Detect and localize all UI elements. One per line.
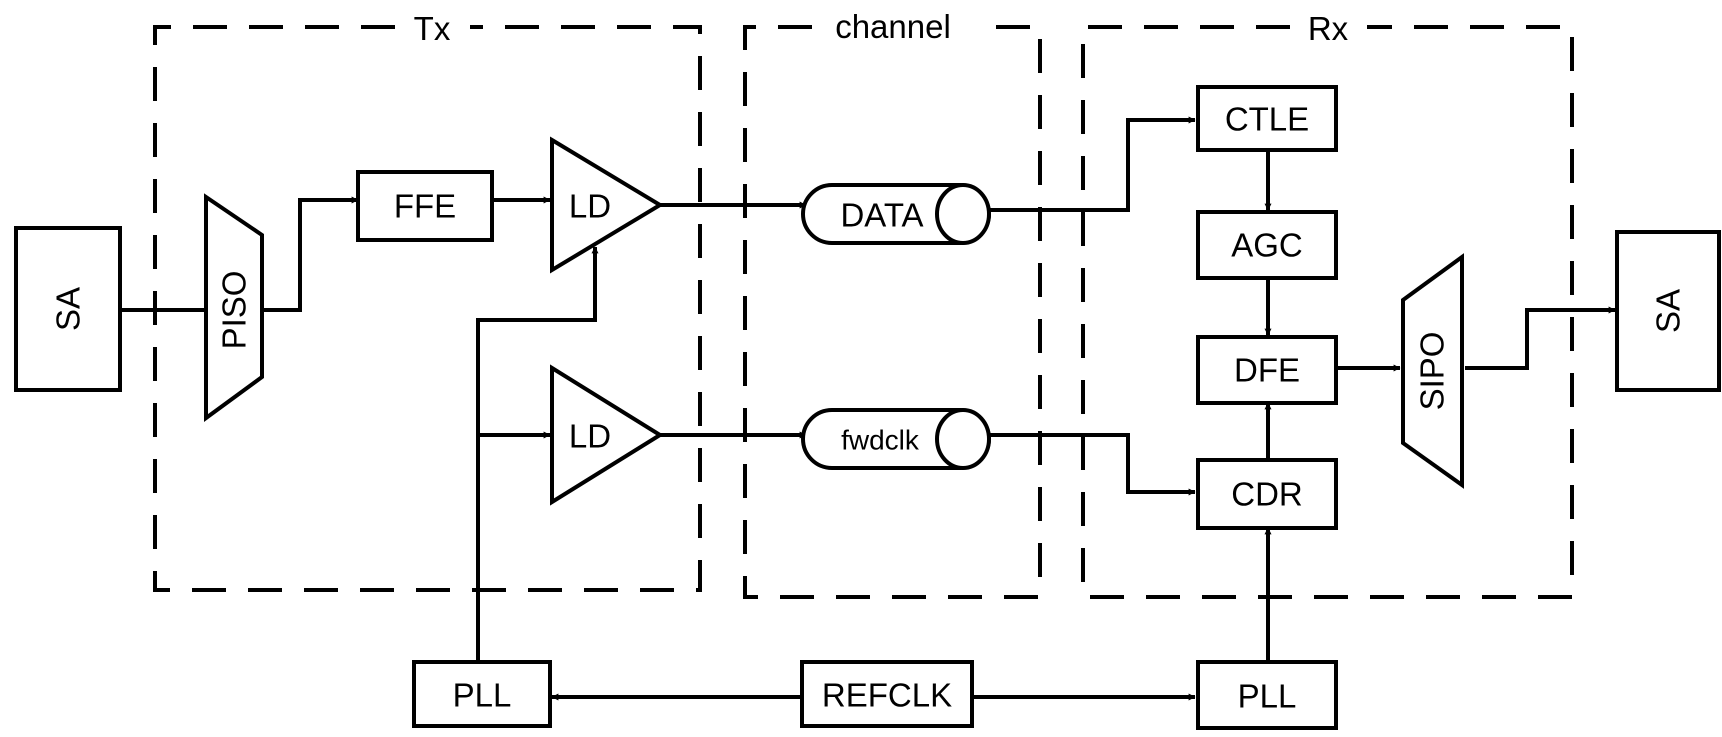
sipo-label: SIPO xyxy=(1414,332,1451,411)
tx-region: Tx xyxy=(153,10,702,592)
agc-label: AGC xyxy=(1231,227,1303,264)
ld-clk-driver: LD xyxy=(550,364,664,506)
data-cable: DATA xyxy=(801,183,991,245)
refclk-label: REFCLK xyxy=(822,677,952,714)
dfe-block: DFE xyxy=(1196,335,1338,405)
wire-fwdclk-cdr xyxy=(990,433,1196,496)
ld-clk-label: LD xyxy=(569,418,611,455)
wire-sipo-sa xyxy=(1465,306,1616,370)
pll-rx-block: PLL xyxy=(1196,660,1338,730)
ld-data-driver: LD xyxy=(550,136,664,274)
fwdclk-cable-label: fwdclk xyxy=(841,425,920,456)
fwdclk-cable: fwdclk xyxy=(801,408,991,470)
agc-block: AGC xyxy=(1196,210,1338,280)
ctle-label: CTLE xyxy=(1225,101,1309,138)
sa-input-label: SA xyxy=(50,287,87,331)
channel-region-label: channel xyxy=(835,8,951,45)
rx-region: Rx xyxy=(1081,10,1574,599)
sa-input-block: SA xyxy=(14,226,122,392)
ctle-block: CTLE xyxy=(1196,85,1338,152)
data-cable-label: DATA xyxy=(840,197,923,234)
sipo-block: SIPO xyxy=(1401,253,1464,489)
ld-data-label: LD xyxy=(569,188,611,225)
piso-block: PISO xyxy=(204,193,264,422)
rx-region-label: Rx xyxy=(1308,10,1349,47)
pll-rx-label: PLL xyxy=(1238,678,1297,715)
sa-output-block: SA xyxy=(1615,230,1721,392)
channel-region: channel xyxy=(743,8,1042,599)
wire-data-ctle xyxy=(990,116,1196,212)
wire-piso-ffe xyxy=(262,196,359,312)
sa-output-label: SA xyxy=(1650,289,1687,333)
ffe-label: FFE xyxy=(394,188,456,225)
pll-tx-block: PLL xyxy=(412,660,552,728)
cdr-label: CDR xyxy=(1231,476,1303,513)
ffe-block: FFE xyxy=(356,170,494,242)
connections xyxy=(120,116,1616,701)
tx-region-label: Tx xyxy=(414,10,451,47)
cdr-block: CDR xyxy=(1196,458,1338,530)
wire-pll-tx-up xyxy=(476,246,599,662)
refclk-block: REFCLK xyxy=(800,660,974,728)
pll-tx-label: PLL xyxy=(453,677,512,714)
dfe-label: DFE xyxy=(1234,352,1300,389)
piso-label: PISO xyxy=(216,271,253,350)
